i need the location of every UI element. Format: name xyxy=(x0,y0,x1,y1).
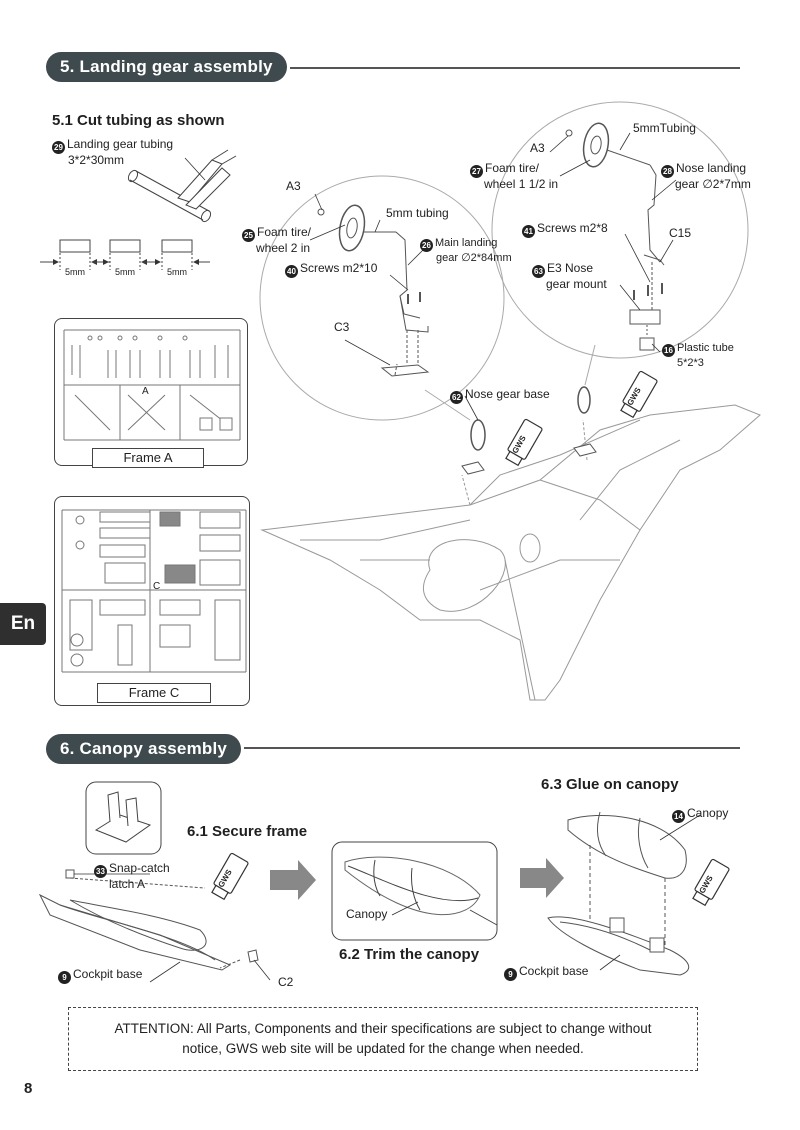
language-tab: En xyxy=(0,603,46,645)
cockpit-base-left xyxy=(38,869,259,971)
frame-c-parts xyxy=(61,509,247,673)
nose-gear-base xyxy=(461,386,597,475)
segment-3-label: 5mm xyxy=(167,267,187,277)
nose-tubing-label: 5mmTubing xyxy=(633,121,696,135)
step-6-1-heading: 6.1 Secure frame xyxy=(187,823,308,840)
main-gear-number: 26 xyxy=(420,239,433,252)
nose-tire-number: 27 xyxy=(470,165,483,178)
canopy-part-number: 14 xyxy=(672,810,685,823)
attention-notice: ATTENTION: All Parts, Components and the… xyxy=(68,1007,698,1071)
notice-line-1: ATTENTION: All Parts, Components and the… xyxy=(114,1021,652,1036)
snap-catch-inset xyxy=(85,781,162,855)
tubing-drawing xyxy=(127,149,237,223)
frame-a-box xyxy=(54,318,248,466)
canopy-trim-label: Canopy xyxy=(346,907,388,921)
frame-a-marker: A xyxy=(142,386,149,397)
canopy-glue-drawing xyxy=(547,811,690,976)
step-6-3-heading: 6.3 Glue on canopy xyxy=(541,776,679,793)
aircraft-drawing xyxy=(260,404,761,701)
nose-mount-number: 63 xyxy=(532,265,545,278)
frame-a-parts xyxy=(63,329,241,441)
frame-c-marker: C xyxy=(153,581,161,592)
frame-c-caption: Frame C xyxy=(97,683,211,703)
nose-gear-base-number: 62 xyxy=(450,391,463,404)
segment-2-label: 5mm xyxy=(115,267,135,277)
nose-c15-label: C15 xyxy=(669,226,692,240)
glue-bottle-drawings xyxy=(211,370,730,907)
nose-gear-number: 28 xyxy=(661,165,674,178)
section-6-rule xyxy=(244,747,740,749)
tubing-segments xyxy=(40,239,210,270)
canopy-trim-box xyxy=(331,841,498,941)
cockpit-base-right-number: 9 xyxy=(504,968,517,981)
tubing-part-number: 29 xyxy=(52,141,65,154)
section-5-title: 5. Landing gear assembly xyxy=(46,52,287,82)
plastic-tube-number: 16 xyxy=(662,344,675,357)
main-gear-detail xyxy=(259,175,505,421)
nose-screws-number: 41 xyxy=(522,225,535,238)
notice-line-2: notice, GWS web site will be updated for… xyxy=(182,1041,584,1056)
leader-lines xyxy=(74,132,701,983)
main-a3-label: A3 xyxy=(286,179,301,193)
frame-c-box xyxy=(54,496,250,706)
snap-catch-number: 33 xyxy=(94,865,107,878)
section-5-rule xyxy=(290,67,740,69)
step-5-1-heading: 5.1 Cut tubing as shown xyxy=(52,112,225,129)
main-screws-number: 40 xyxy=(285,265,298,278)
segment-1-label: 5mm xyxy=(65,267,85,277)
c2-label: C2 xyxy=(278,975,294,989)
cockpit-base-left-number: 9 xyxy=(58,971,71,984)
step-6-2-heading: 6.2 Trim the canopy xyxy=(339,946,480,963)
main-c3-label: C3 xyxy=(334,320,350,334)
nose-gear-detail xyxy=(491,101,749,386)
process-arrows xyxy=(270,858,564,900)
main-tire-number: 25 xyxy=(242,229,255,242)
nose-a3-label: A3 xyxy=(530,141,545,155)
section-6-title: 6. Canopy assembly xyxy=(46,734,242,764)
tubing-spec: 3*2*30mm xyxy=(68,153,125,167)
page-number: 8 xyxy=(24,1080,33,1097)
main-tubing-label: 5mm tubing xyxy=(386,206,449,220)
frame-a-caption: Frame A xyxy=(92,448,204,468)
